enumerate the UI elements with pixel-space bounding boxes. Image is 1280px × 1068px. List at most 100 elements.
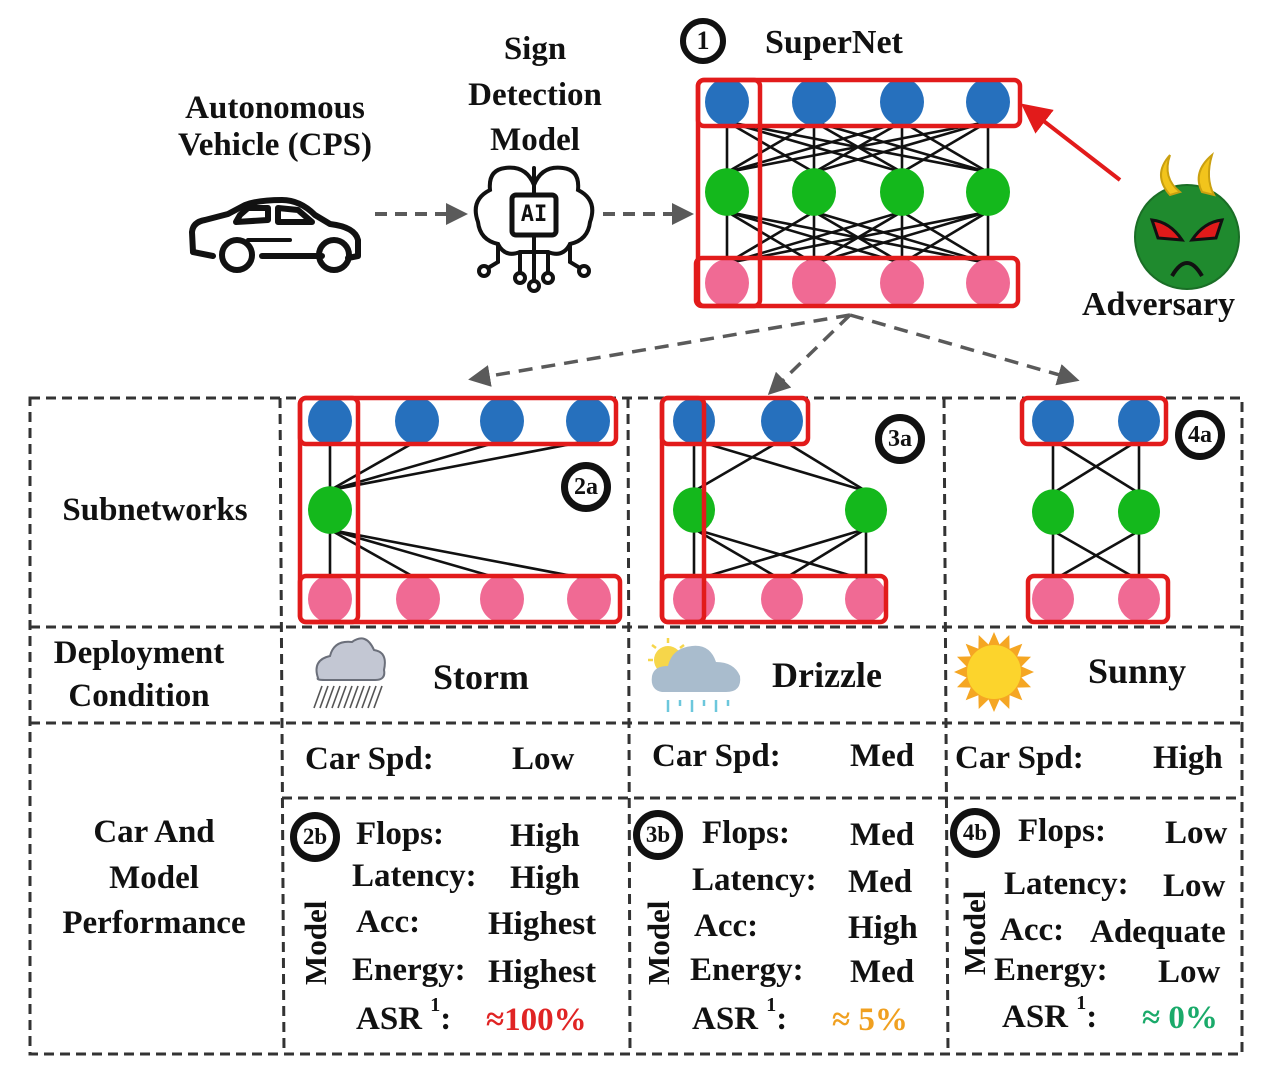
output-node [792, 259, 836, 307]
connection-edge [901, 210, 989, 265]
car-speed-label-drizzle: Car Spd: [652, 738, 781, 774]
output-node [1032, 576, 1074, 622]
selection-highlight-box [659, 395, 707, 625]
metric-value: Low [1163, 868, 1226, 904]
connection-edge [693, 527, 867, 582]
input-node [308, 397, 352, 445]
metric-label: Energy: [352, 952, 466, 988]
connection-edge [329, 528, 419, 581]
model-badge-sunny: 4b [950, 808, 1000, 858]
condition-sunny: Sunny [1088, 651, 1187, 691]
asr-text: ASR [1002, 999, 1069, 1035]
hidden-node [845, 487, 887, 533]
sign-detection-model-label: Sign Detection Model [440, 27, 630, 164]
metric-label: Acc: [356, 904, 421, 940]
connection-edge [726, 210, 989, 265]
input-node [705, 78, 749, 126]
connection-edge [726, 120, 903, 174]
connection-edge [693, 527, 783, 582]
connection-edge [726, 120, 815, 174]
selection-highlight-box [695, 77, 763, 309]
model-side-label-sunny: Model [957, 890, 992, 975]
sun-core [967, 645, 1021, 699]
asr-footnote: 1 [1076, 992, 1087, 1014]
connection-edge [693, 438, 867, 493]
row-header-deployment-line1: Deployment [53, 635, 225, 671]
input-node [792, 78, 836, 126]
metric-value: Highest [488, 954, 597, 990]
asr-footnote: 1 [766, 994, 777, 1016]
model-badge-storm: 2b [290, 812, 340, 862]
ai-chip-text: AI [520, 202, 548, 227]
metric-value: Med [848, 864, 913, 900]
selection-highlight-box [297, 395, 361, 625]
car-speed-drizzle: Med [850, 738, 915, 774]
input-node [395, 397, 439, 445]
asr-footnote: 1 [430, 994, 441, 1016]
output-node [1118, 576, 1160, 622]
hidden-node [792, 168, 836, 216]
asr-colon: : [440, 1001, 452, 1037]
car-speed-storm: Low [512, 741, 575, 777]
metric-label: Energy: [994, 952, 1108, 988]
attack-arrow [1020, 103, 1122, 182]
car-speed-label-storm: Car Spd: [305, 741, 434, 777]
metric-label: Energy: [690, 952, 804, 988]
metric-value: Highest [488, 906, 597, 942]
output-node [705, 259, 749, 307]
metric-value: Med [850, 954, 915, 990]
connection-edge [1052, 438, 1140, 495]
metric-label: Latency: [352, 858, 477, 894]
metric-label: Flops: [1018, 813, 1107, 849]
model-label-line3: Model [490, 122, 580, 159]
output-node [880, 259, 924, 307]
asr-label-sunny: ASR 1: [1002, 992, 1098, 1036]
metric-value: High [510, 860, 580, 896]
asr-value-sunny: ≈ 0% [1142, 1000, 1218, 1036]
model-label-line2: Detection [468, 76, 602, 113]
asr-colon: : [1086, 999, 1098, 1035]
subnet-badge-3a: 3a [875, 414, 925, 464]
input-node [880, 78, 924, 126]
output-node [396, 575, 440, 623]
metric-value: Low [1158, 954, 1221, 990]
asr-label-storm: ASR 1: [356, 994, 452, 1038]
output-node [308, 575, 352, 623]
connection-edge [781, 438, 867, 493]
connection-edge [329, 439, 589, 492]
vehicle-label: Autonomous Vehicle (CPS) [140, 90, 410, 164]
adversary-label: Adversary [1082, 286, 1235, 323]
subnetwork-storm [297, 395, 623, 625]
metric-value: High [848, 910, 918, 946]
connection-edge [781, 527, 867, 582]
row-header-perf-line2: Model [109, 859, 199, 896]
supernet-step-badge: 1 [680, 18, 726, 64]
drizzle-cloud-icon [648, 638, 741, 712]
subnet-badge-2a: 2a [561, 462, 611, 512]
hidden-node [1032, 489, 1074, 535]
connection-edge [726, 210, 903, 265]
subnetwork-drizzle [659, 395, 889, 625]
connection-edge [813, 120, 989, 174]
output-node [567, 575, 611, 623]
input-node [1118, 398, 1160, 444]
row-header-performance: Car And Model Performance [34, 810, 274, 947]
input-node [480, 397, 524, 445]
hidden-node [673, 487, 715, 533]
output-node [480, 575, 524, 623]
asr-value-storm: ≈100% [486, 1002, 587, 1038]
connection-edge [329, 439, 418, 492]
vehicle-label-line2: Vehicle (CPS) [177, 126, 372, 163]
metric-value: Low [1165, 815, 1228, 851]
model-side-label-drizzle: Model [641, 900, 676, 985]
hidden-node [705, 168, 749, 216]
connection-edge [329, 528, 590, 581]
model-side-label-storm: Model [298, 900, 333, 985]
row-header-deployment: Deployment Condition [34, 632, 244, 718]
subnetwork-sunny [1019, 395, 1171, 625]
model-label-line1: Sign [503, 31, 567, 67]
metric-label: Acc: [694, 908, 759, 944]
metric-label: Acc: [1000, 912, 1065, 948]
hidden-node [1118, 489, 1160, 535]
metric-value: Adequate [1090, 914, 1226, 950]
